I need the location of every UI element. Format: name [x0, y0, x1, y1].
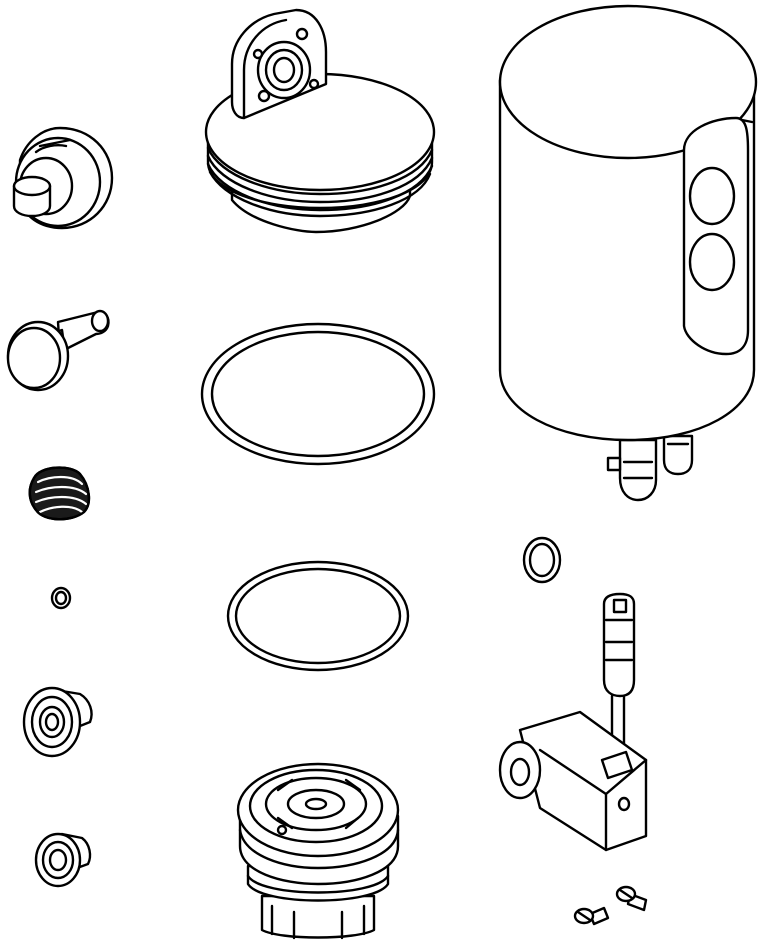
- large-o-ring-top: [202, 324, 434, 464]
- plunger-pin: [8, 311, 109, 390]
- large-o-ring-bottom: [228, 562, 408, 670]
- seal-washer-large: [24, 688, 92, 756]
- small-o-ring: [52, 588, 70, 608]
- solenoid-valve: [500, 594, 646, 850]
- sensor-o-ring: [524, 538, 560, 582]
- mounting-screw-right: [617, 887, 646, 910]
- sensor-housing: [500, 6, 756, 500]
- filter-cartridge: [238, 764, 398, 938]
- mounting-screw-left: [575, 908, 608, 924]
- valve-cap: [14, 128, 112, 228]
- seal-washer-small: [36, 834, 90, 886]
- diaphragm-cover: [206, 10, 434, 232]
- coil-spring: [30, 468, 89, 520]
